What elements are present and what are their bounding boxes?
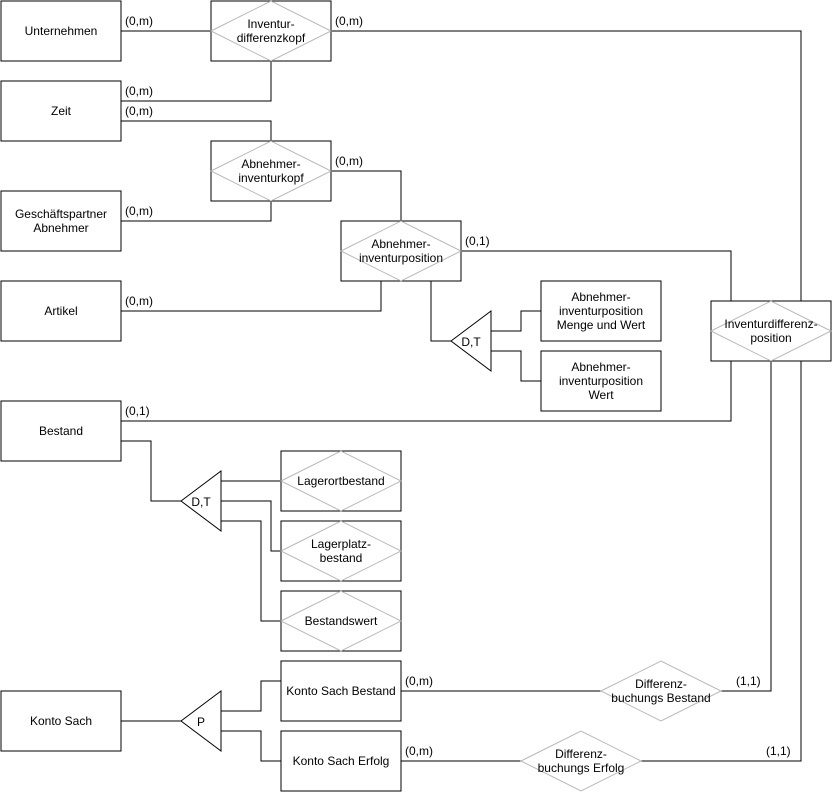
relationship-label: buchungs Erfolg (538, 761, 625, 775)
entity-konto-sach[interactable]: Konto Sach (0, 690, 122, 752)
entity-artikel[interactable]: Artikel (0, 280, 122, 342)
relationship-lagerplatzbestand[interactable]: Lagerplatz- bestand (279, 520, 403, 582)
entity-abnehmerinventurposition-wert[interactable]: Abnehmer- inventurposition Wert (540, 350, 662, 412)
entity-konto-sach-bestand[interactable]: Konto Sach Bestand (280, 660, 402, 722)
cardinality-labels: (0,m) (0,m) (0,m) (0,m) (0,m) (0,m) (0,1… (125, 14, 791, 758)
entity-label: Unternehmen (25, 24, 98, 38)
entity-label: Konto Sach Bestand (286, 684, 395, 698)
cardinality-konto-sach-erfolg-buchung: (0,m) (405, 744, 433, 758)
entity-label: Wert (588, 388, 614, 402)
cardinality-abnehmerinventurposition-differenzposition: (0,1) (465, 234, 490, 248)
relationship-bestandswert[interactable]: Bestandswert (279, 590, 403, 652)
relationship-label: differenzkopf (237, 31, 306, 45)
generalization-label: D,T (461, 335, 481, 349)
entity-unternehmen[interactable]: Unternehmen (0, 0, 122, 62)
cardinality-konto-sach-bestand-buchung: (0,m) (405, 674, 433, 688)
entity-label: Abnehmer- (571, 290, 630, 304)
relationship-label: Lagerortbestand (297, 474, 384, 488)
entity-geschaeftspartner-abnehmer[interactable]: Geschäftspartner Abnehmer (0, 190, 122, 252)
relationship-inventurdifferenzkopf[interactable]: Inventur- differenzkopf (209, 0, 333, 62)
relationship-abnehmerinventurkopf[interactable]: Abnehmer- inventurkopf (209, 140, 333, 202)
relationship-label: position (750, 331, 791, 345)
entity-label: inventurposition (559, 304, 643, 318)
relationship-differenzbuchungs-erfolg[interactable]: Differenz- buchungs Erfolg (519, 730, 643, 792)
relationship-label: Lagerplatz- (311, 537, 371, 551)
relationship-label: Bestandswert (305, 614, 378, 628)
relationship-label: Differenz- (555, 747, 607, 761)
entity-konto-sach-erfolg[interactable]: Konto Sach Erfolg (280, 730, 402, 792)
relationship-label: buchungs Bestand (611, 691, 710, 705)
relationship-label: inventurposition (359, 251, 443, 265)
relationship-label: inventurkopf (238, 171, 304, 185)
entity-label: Konto Sach (30, 714, 92, 728)
entity-label: Menge und Wert (557, 318, 646, 332)
generalization-abnehmerinventurposition[interactable]: D,T (450, 310, 492, 372)
cardinality-abnehmerinventurkopf-position: (0,m) (335, 154, 363, 168)
entity-label: Konto Sach Erfolg (293, 754, 390, 768)
relationship-label: Inventurdifferenz- (724, 317, 817, 331)
cardinality-buchungs-bestand-differenzposition: (1,1) (736, 674, 761, 688)
cardinality-zeit-abnehmerinventurkopf: (0,m) (125, 104, 153, 118)
cardinality-buchungs-erfolg-differenzposition: (1,1) (766, 744, 791, 758)
relationship-label: Inventur- (247, 17, 294, 31)
entity-label: Geschäftspartner (15, 207, 107, 221)
relationship-inventurdifferenzposition[interactable]: Inventurdifferenz- position (709, 300, 833, 362)
connector-lines (121, 30, 802, 762)
generalization-konto-sach[interactable]: P (180, 690, 222, 752)
cardinality-bestand-differenzposition: (0,1) (125, 404, 150, 418)
entity-label: Abnehmer- (571, 360, 630, 374)
entity-label: Artikel (44, 304, 77, 318)
generalization-label: P (197, 715, 205, 729)
relationship-label: Differenz- (635, 677, 687, 691)
cardinality-zeit-inventurdifferenzkopf: (0,m) (125, 84, 153, 98)
cardinality-geschaeftspartner-abnehmerinventurkopf: (0,m) (125, 204, 153, 218)
entity-label: Abnehmer (33, 221, 88, 235)
cardinality-artikel-abnehmerinventurposition: (0,m) (125, 294, 153, 308)
relationship-differenzbuchungs-bestand[interactable]: Differenz- buchungs Bestand (599, 660, 723, 722)
relationship-lagerortbestand[interactable]: Lagerortbestand (279, 450, 403, 512)
relationship-abnehmerinventurposition[interactable]: Abnehmer- inventurposition (339, 220, 463, 282)
entity-label: Bestand (39, 424, 83, 438)
relationship-label: bestand (320, 551, 363, 565)
entity-label: inventurposition (559, 374, 643, 388)
generalization-bestand[interactable]: D,T (180, 470, 222, 532)
entity-bestand[interactable]: Bestand (0, 400, 122, 462)
cardinality-unternehmen-inventurdifferenzkopf: (0,m) (125, 14, 153, 28)
relationship-label: Abnehmer- (371, 237, 430, 251)
entity-label: Zeit (51, 104, 72, 118)
cardinality-inventurdifferenzkopf-position: (0,m) (335, 14, 363, 28)
relationship-label: Abnehmer- (241, 157, 300, 171)
entity-abnehmerinventurposition-menge-und-wert[interactable]: Abnehmer- inventurposition Menge und Wer… (540, 280, 662, 342)
generalization-label: D,T (191, 495, 211, 509)
entity-zeit[interactable]: Zeit (0, 80, 122, 142)
